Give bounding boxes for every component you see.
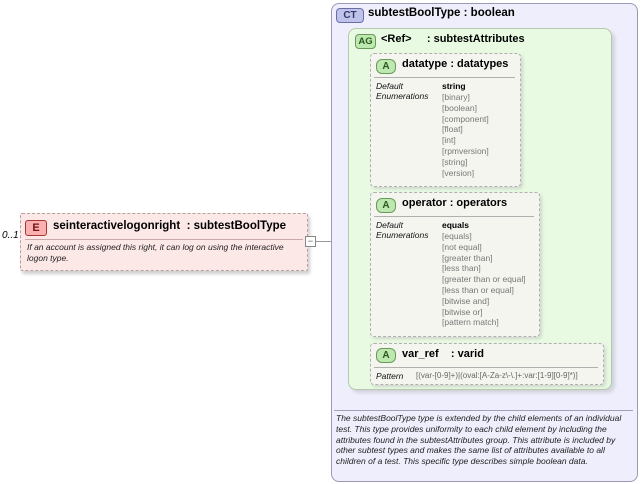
enum-item: [version] <box>442 167 475 178</box>
element-title: seinteractivelogonright : subtestBoolTyp… <box>53 220 286 232</box>
enum-item: [bitwise and] <box>442 295 490 306</box>
attribute-var-ref-badge: A <box>376 348 396 363</box>
element-divider <box>25 239 303 240</box>
enum-item: [component] <box>442 113 489 124</box>
attribute-datatype-enum-label: Enumerations <box>376 91 429 101</box>
enum-item: [greater than] <box>442 252 493 263</box>
element-box[interactable]: E seinteractivelogonright : subtestBoolT… <box>20 213 308 271</box>
complex-type-badge: CT <box>336 8 364 23</box>
attribute-group-title[interactable]: <Ref> : subtestAttributes <box>381 33 525 45</box>
attribute-var-ref-box[interactable] <box>370 343 604 385</box>
attribute-group-spacer: : <box>414 33 434 45</box>
attribute-operator-default-label: Default <box>376 220 403 230</box>
attribute-operator-type-separator: : <box>449 197 457 209</box>
enum-item: [pattern match] <box>442 317 499 328</box>
attribute-datatype-badge: A <box>376 59 396 74</box>
attribute-operator-name: operator <box>402 197 447 209</box>
attribute-datatype-default-value: string <box>442 81 466 91</box>
attribute-operator-type: operators <box>456 197 508 209</box>
attribute-datatype-box[interactable] <box>370 53 521 187</box>
enum-item: [binary] <box>442 92 470 102</box>
connector-element-to-type <box>314 241 331 242</box>
element-type: subtestBoolType <box>193 220 287 232</box>
attribute-var-ref-title: var_ref : varid <box>402 348 484 360</box>
complex-type-doc-divider <box>334 410 633 411</box>
enum-item: [equals] <box>442 231 472 241</box>
attribute-var-ref-type: varid <box>457 348 484 360</box>
attribute-var-ref-divider <box>374 367 598 368</box>
complex-type-name: subtestBoolType <box>368 7 461 19</box>
attribute-datatype-type-separator: : <box>450 58 458 70</box>
complex-type-base: boolean <box>470 7 515 19</box>
attribute-datatype-default-label: Default <box>376 81 403 91</box>
collapse-toggle[interactable]: − <box>305 236 316 247</box>
occurrence-label: 0..1 <box>2 230 19 241</box>
enum-item: [less than] <box>442 263 481 274</box>
enum-item: [greater than or equal] <box>442 274 526 285</box>
complex-type-documentation: The subtestBoolType type is extended by … <box>336 413 622 467</box>
attribute-operator-badge: A <box>376 198 396 213</box>
attribute-operator-enum-label: Enumerations <box>376 230 429 240</box>
element-type-separator: : <box>183 220 194 232</box>
enum-item: [less than or equal] <box>442 284 514 295</box>
enum-item: [rpmversion] <box>442 145 489 156</box>
attribute-var-ref-pattern-value: [(var-[0-9]+)|(oval:[A-Za-z\-\.]+:var:[1… <box>416 371 578 380</box>
attribute-group-ref: <Ref> <box>381 33 412 45</box>
attribute-var-ref-pattern-label: Pattern <box>376 371 404 381</box>
attribute-group-name: subtestAttributes <box>433 33 525 45</box>
attribute-datatype-title: datatype : datatypes <box>402 58 508 70</box>
attribute-datatype-name: datatype <box>402 58 448 70</box>
attribute-operator-divider <box>374 216 534 217</box>
element-documentation: If an account is assigned this right, it… <box>27 242 284 263</box>
attribute-operator-default-value: equals <box>442 220 469 230</box>
enum-item: [bitwise or] <box>442 306 483 317</box>
enum-item: [int] <box>442 135 456 146</box>
enum-item: [float] <box>442 124 463 135</box>
attribute-datatype-divider <box>374 77 515 78</box>
element-badge: E <box>25 220 47 236</box>
attribute-var-ref-type-separator: : <box>441 348 458 360</box>
complex-type-title[interactable]: subtestBoolType : boolean <box>368 7 515 19</box>
enum-item: [not equal] <box>442 241 482 252</box>
attribute-datatype-enumerations: [binary] [boolean] [component] [float] [… <box>442 92 489 178</box>
enum-item: [boolean] <box>442 102 477 113</box>
attribute-datatype-type: datatypes <box>457 58 509 70</box>
element-name: seinteractivelogonright <box>53 220 181 232</box>
enum-item: [string] <box>442 156 468 167</box>
complex-type-base-separator: : <box>463 7 471 19</box>
attribute-operator-enumerations: [equals] [not equal] [greater than] [les… <box>442 231 526 328</box>
attribute-group-badge: AG <box>355 34 376 49</box>
attribute-var-ref-name: var_ref <box>402 348 439 360</box>
attribute-operator-title: operator : operators <box>402 197 507 209</box>
